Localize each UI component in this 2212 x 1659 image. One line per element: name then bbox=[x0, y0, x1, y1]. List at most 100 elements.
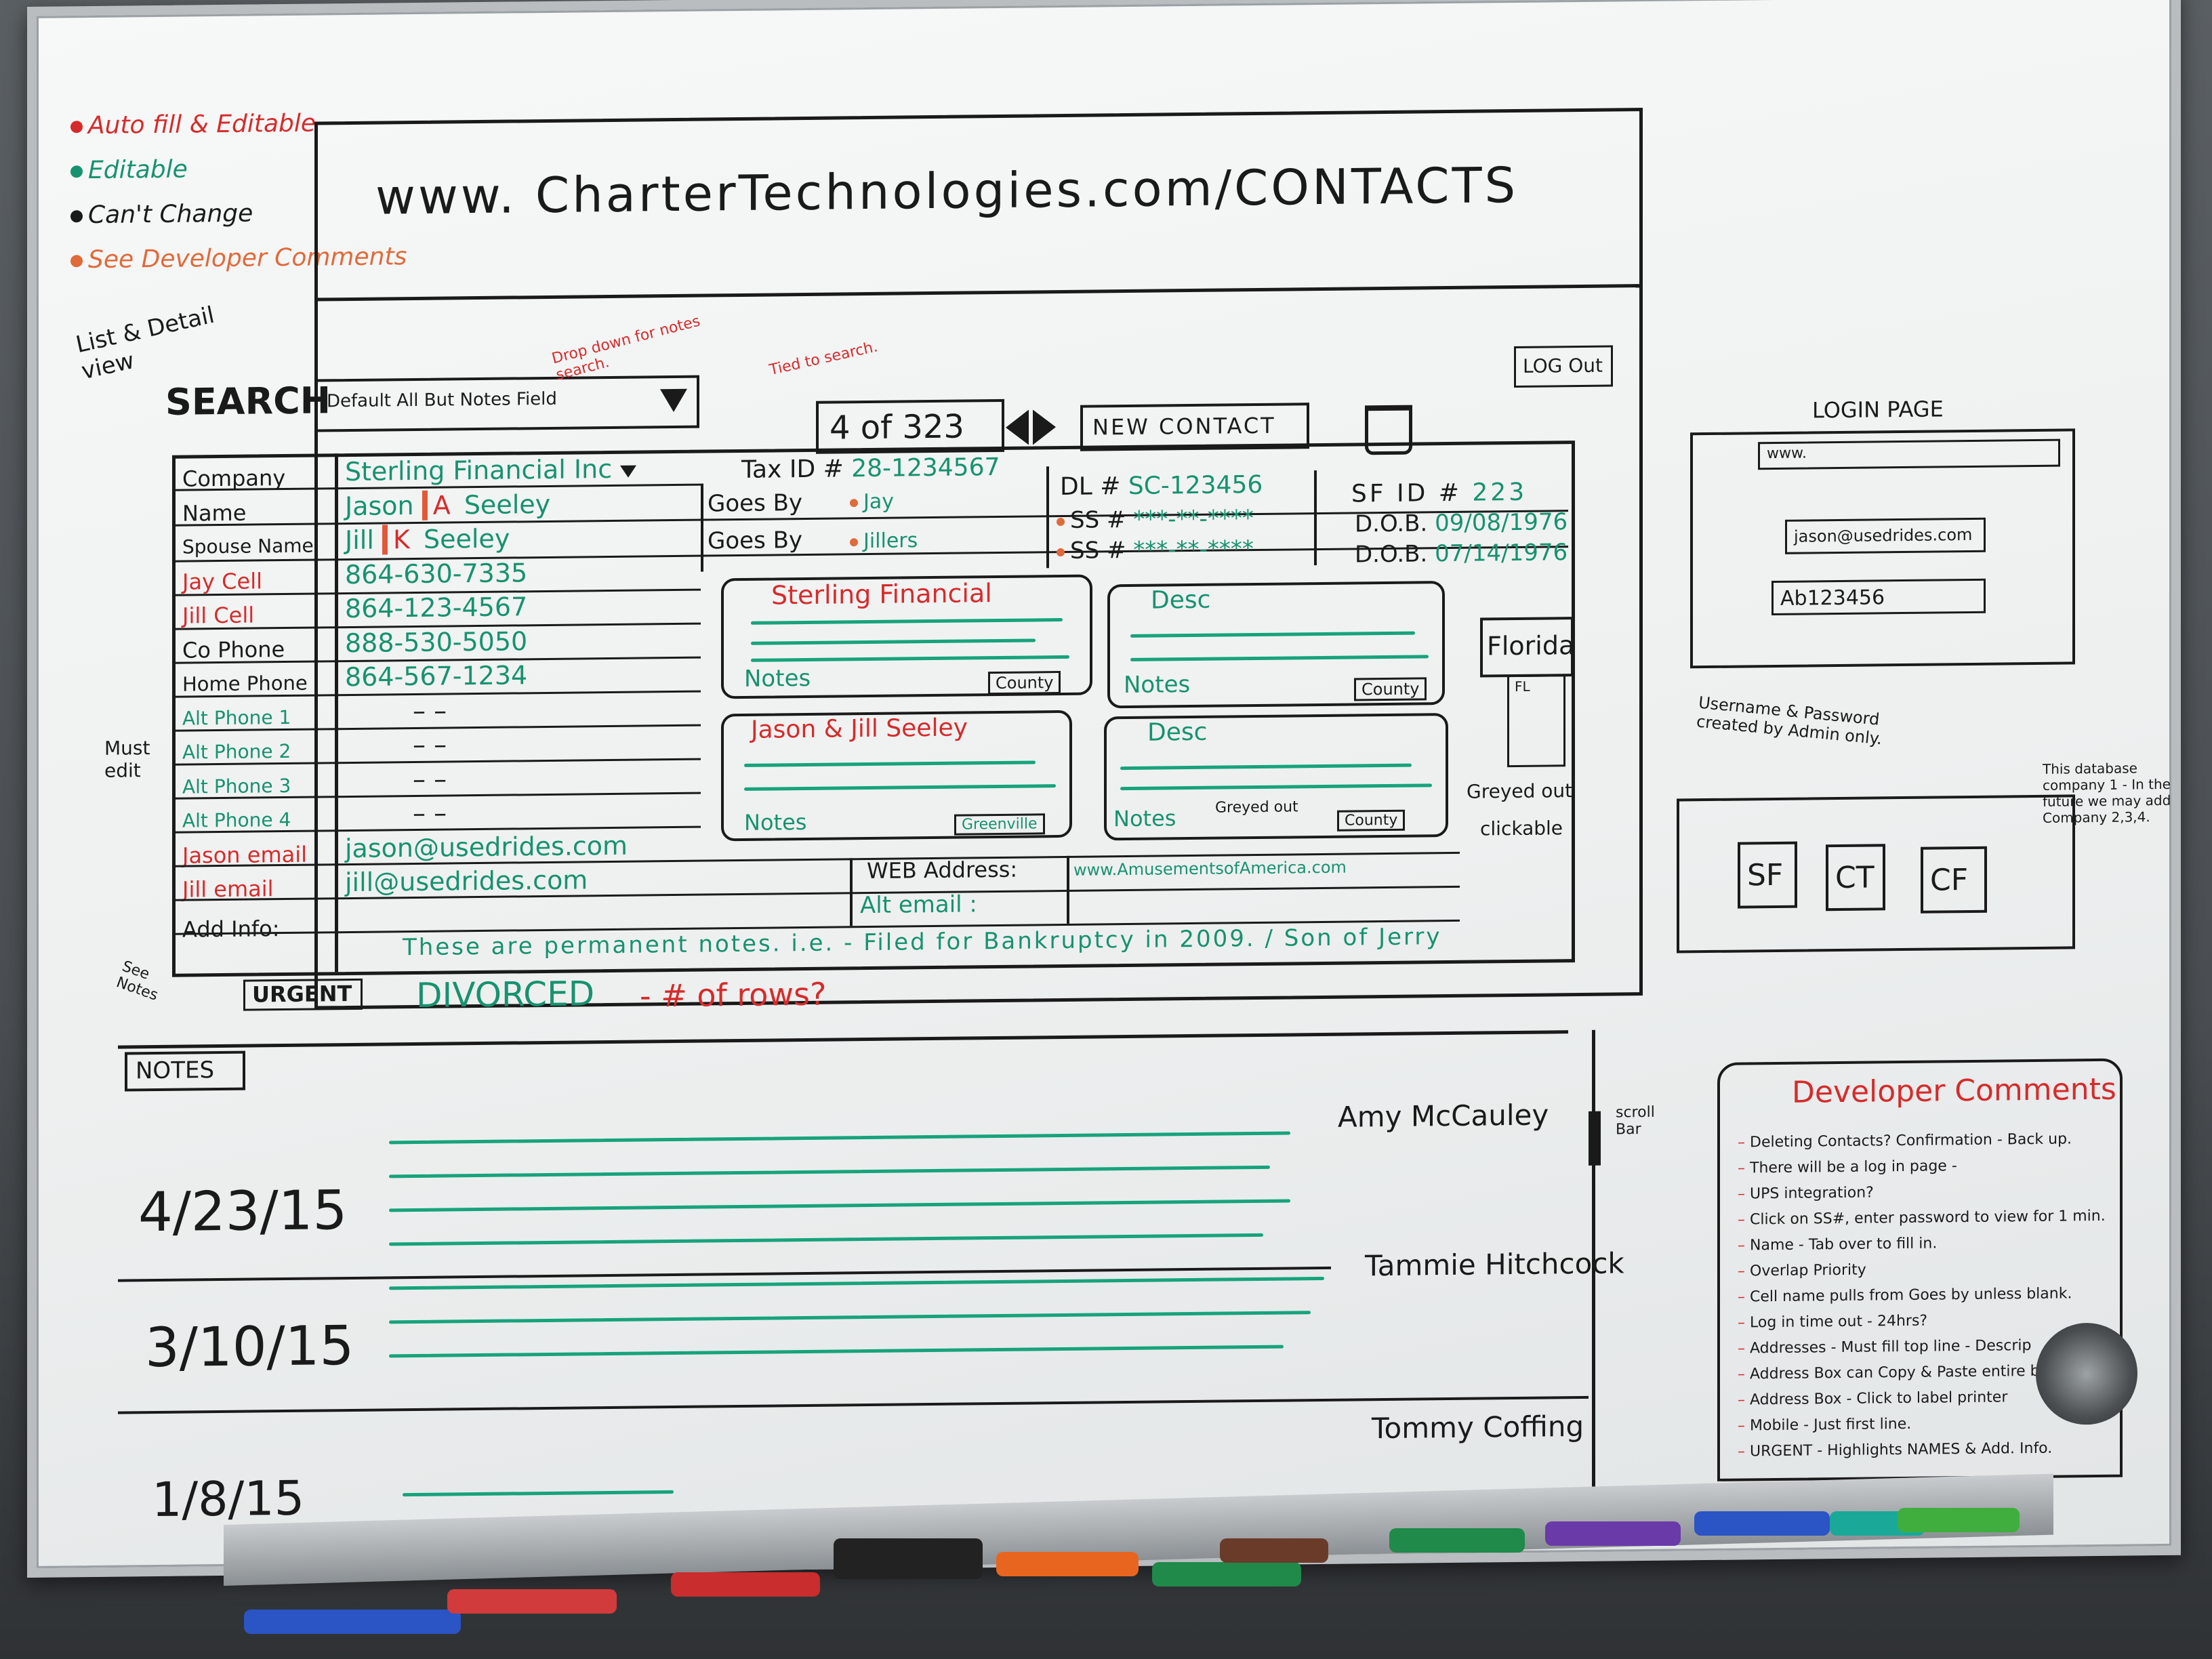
ss-label-2: SS # bbox=[1070, 537, 1126, 565]
login-username-input[interactable]: jason@usedrides.com bbox=[1785, 517, 1986, 554]
ss-row-2: SS # ***-**-**** bbox=[1057, 535, 1254, 565]
dob-input-2[interactable]: 07/14/1976 bbox=[1435, 539, 1568, 568]
col-divider bbox=[1314, 470, 1317, 566]
address-card-3[interactable]: Jason & Jill Seeley Notes Greenville bbox=[721, 710, 1072, 842]
label-jason-email: Jason email bbox=[182, 841, 307, 869]
note-author-3: Tommy Coffing bbox=[1372, 1409, 1584, 1446]
dropdown-arrow-icon[interactable] bbox=[620, 465, 637, 478]
state-abbr: FL bbox=[1515, 678, 1530, 695]
dev-comment: – There will be a log in page - bbox=[1738, 1158, 1957, 1177]
address-card-3-notes[interactable]: Notes bbox=[744, 808, 807, 836]
search-input[interactable]: Default All But Notes Field bbox=[314, 375, 699, 432]
pager: 4 of 323 bbox=[816, 398, 1004, 454]
search-dropdown-icon[interactable] bbox=[660, 388, 687, 413]
note-line bbox=[389, 1311, 1311, 1324]
next-arrow-icon[interactable] bbox=[1033, 409, 1056, 445]
goes-by-label-2: Goes By bbox=[708, 527, 803, 555]
state-list: FL bbox=[1507, 674, 1565, 768]
note-line bbox=[389, 1165, 1270, 1179]
web-address-link[interactable]: www.AmusementsofAmerica.com bbox=[1073, 857, 1347, 880]
rows-note: - # of rows? bbox=[640, 975, 827, 1015]
dob-label-2: D.O.B. bbox=[1355, 540, 1428, 569]
dl-input[interactable]: SC-123456 bbox=[1128, 470, 1263, 500]
marker bbox=[1220, 1538, 1328, 1563]
logout-button[interactable]: LOG Out bbox=[1514, 345, 1613, 388]
address-card-4-county: County bbox=[1337, 809, 1406, 832]
jill-cell-input[interactable]: 864-123-4567 bbox=[345, 592, 528, 624]
note-date-3: 1/8/15 bbox=[152, 1470, 305, 1528]
jill-email-input[interactable]: jill@usedrides.com bbox=[345, 865, 588, 898]
note-author-2: Tammie Hitchcock bbox=[1365, 1246, 1624, 1283]
goes-by-value-1[interactable]: Jay bbox=[850, 490, 894, 514]
new-contact-label: NEW CONTACT bbox=[1092, 412, 1276, 441]
dob-row-2: D.O.B. 07/14/1976 bbox=[1355, 539, 1568, 568]
dev-comment: – Overlap Priority bbox=[1738, 1261, 1866, 1280]
dev-comment: – Deleting Contacts? Confirmation - Back… bbox=[1738, 1130, 2072, 1151]
address-card-1[interactable]: Sterling Financial Notes County bbox=[721, 574, 1092, 699]
home-phone-input[interactable]: 864-567-1234 bbox=[345, 660, 528, 693]
company-dropdown[interactable]: Sterling Financial Inc bbox=[345, 451, 697, 489]
note-line bbox=[389, 1276, 1324, 1290]
marker bbox=[1152, 1562, 1301, 1586]
prev-arrow-icon[interactable] bbox=[1006, 409, 1029, 445]
jason-email-input[interactable]: jason@usedrides.com bbox=[345, 830, 628, 863]
tax-id-label: Tax ID # bbox=[741, 455, 844, 484]
divorced-text[interactable]: DIVORCED bbox=[416, 974, 595, 1015]
notes-scrollbar-thumb[interactable] bbox=[1589, 1111, 1601, 1166]
search-input-text: Default All But Notes Field bbox=[327, 388, 557, 412]
first-name-input[interactable]: Jason bbox=[345, 490, 414, 521]
dl-row: DL # SC-123456 bbox=[1060, 471, 1263, 501]
address-card-1-notes[interactable]: Notes bbox=[744, 664, 811, 693]
dev-comment: – Cell name pulls from Goes by unless bl… bbox=[1738, 1285, 2072, 1306]
greyed-out-note: Greyed out bbox=[1467, 779, 1573, 803]
marker bbox=[1545, 1521, 1681, 1546]
pager-text: 4 of 323 bbox=[830, 407, 964, 447]
address-card-3-county: Greenville bbox=[954, 813, 1045, 836]
address-card-2-notes[interactable]: Notes bbox=[1124, 671, 1191, 699]
marker bbox=[671, 1572, 820, 1597]
alt-phone-2-input[interactable]: – – bbox=[413, 729, 447, 760]
logout-label: LOG Out bbox=[1523, 354, 1603, 377]
dob-input-1[interactable]: 09/08/1976 bbox=[1435, 508, 1568, 537]
company-button-sf[interactable]: SF bbox=[1738, 841, 1797, 909]
alt-phone-4-input[interactable]: – – bbox=[413, 798, 447, 829]
alt-phone-3-input[interactable]: – – bbox=[413, 764, 447, 794]
ss-label-1: SS # bbox=[1070, 506, 1126, 534]
address-card-4[interactable]: Desc Notes Greyed out County bbox=[1104, 713, 1448, 841]
col-divider bbox=[701, 483, 703, 572]
spouse-name-row: Jill K Seeley bbox=[345, 520, 697, 558]
urgent-button[interactable]: URGENT bbox=[243, 978, 363, 1011]
spouse-last-input[interactable]: Seeley bbox=[424, 523, 510, 554]
tax-id-input[interactable]: 28-1234567 bbox=[851, 453, 1000, 483]
note-line bbox=[389, 1199, 1290, 1212]
login-password-input[interactable]: Ab123456 bbox=[1771, 578, 1986, 616]
middle-initial-input[interactable]: A bbox=[422, 489, 456, 520]
address-card-4-notes[interactable]: Notes bbox=[1113, 805, 1176, 832]
goes-by-value-2[interactable]: Jillers bbox=[850, 529, 918, 553]
dev-comment: – Click on SS#, enter password to view f… bbox=[1738, 1207, 2106, 1229]
marker bbox=[1694, 1511, 1830, 1536]
dob-row-1: D.O.B. 09/08/1976 bbox=[1355, 508, 1568, 537]
goes-by-label-1: Goes By bbox=[708, 489, 803, 518]
last-name-input[interactable]: Seeley bbox=[464, 489, 551, 520]
address-card-4-greyed: Greyed out bbox=[1215, 798, 1298, 817]
address-card-2-title: Desc bbox=[1151, 586, 1211, 615]
label-column-divider bbox=[335, 453, 338, 972]
spouse-mid-input[interactable]: K bbox=[382, 525, 415, 555]
company-button-ct[interactable]: CT bbox=[1826, 844, 1885, 912]
alt-phone-1-input[interactable]: – – bbox=[413, 695, 447, 726]
ss-input-1[interactable]: ***-**-**** bbox=[1133, 505, 1254, 533]
state-title: Florida bbox=[1487, 630, 1575, 661]
jay-cell-input[interactable]: 864-630-7335 bbox=[345, 557, 528, 590]
marker bbox=[244, 1610, 461, 1634]
address-card-2[interactable]: Desc Notes County bbox=[1107, 581, 1445, 709]
address-card-1-title: Sterling Financial bbox=[771, 578, 992, 611]
spouse-first-input[interactable]: Jill bbox=[345, 525, 374, 556]
ss-input-2[interactable]: ***-**-**** bbox=[1133, 535, 1254, 564]
label-jill-email: Jill email bbox=[182, 876, 274, 903]
state-box[interactable]: Florida bbox=[1480, 617, 1575, 678]
company-button-cf[interactable]: CF bbox=[1921, 846, 1987, 914]
form-values: Sterling Financial Inc Jason A Seeley Ji… bbox=[345, 451, 697, 900]
url-bar[interactable]: www. CharterTechnologies.com/CONTACTS bbox=[375, 156, 1519, 226]
co-phone-input[interactable]: 888-530-5050 bbox=[345, 626, 528, 658]
